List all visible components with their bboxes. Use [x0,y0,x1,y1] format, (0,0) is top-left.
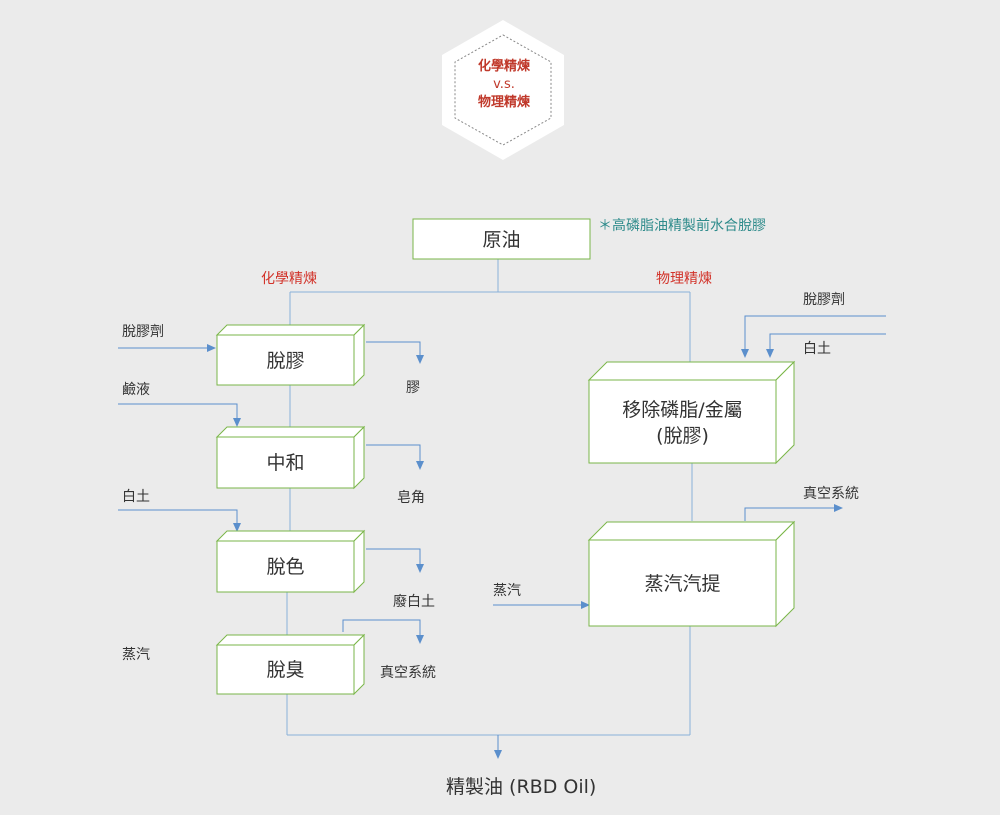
input-alkali: 鹼液 [122,382,150,398]
phys-input-clay: 白土 [803,341,831,357]
box-bleach [215,529,366,594]
phys-input-steam: 蒸汽 [493,583,521,599]
output-gum: 膠 [406,380,420,396]
box-steam-strip [587,520,796,628]
box-degum [215,323,366,387]
step-degum-label: 脫膠 [266,350,305,372]
badge-hexagon-dashed [454,34,552,146]
box-deodorize [215,633,366,696]
chemical-route-title: 化學精煉 [261,271,317,287]
output-vacuum-chemical: 真空系統 [380,665,436,681]
badge-line3: 物理精煉 [477,95,530,110]
step-bleach-label: 脫色 [266,556,305,578]
pre-degum-note: ＊高磷脂油精製前水合脫膠 [598,218,766,234]
final-product-label: 精製油 (RBD Oil) [446,776,597,798]
box-neutralize [215,425,366,490]
output-soapstock: 皂角 [397,490,425,506]
step-remove-phospholipid-line2: (脫膠) [656,425,709,447]
flow-arrows [118,315,886,759]
crude-oil-box [412,218,591,260]
badge-hexagon [442,20,564,160]
input-clay: 白土 [122,489,150,505]
step-deodorize-label: 脫臭 [266,659,305,681]
box-remove-phospholipid [587,360,796,465]
input-steam: 蒸汽 [122,647,150,663]
connector-lines [286,259,693,736]
phys-input-degumming-agent: 脫膠劑 [803,292,845,308]
step-remove-phospholipid-label: 移除磷脂/金屬 (脫膠) [589,397,776,449]
step-neutralize-label: 中和 [266,452,305,474]
badge-line2: v.s. [493,77,515,92]
physical-route-title: 物理精煉 [656,271,712,287]
input-degumming-agent: 脫膠劑 [122,324,164,340]
output-spent-clay: 廢白土 [393,594,435,610]
step-steam-strip-label: 蒸汽汽提 [644,573,721,595]
phys-output-vacuum: 真空系統 [803,486,859,502]
step-remove-phospholipid-line1: 移除磷脂/金屬 [622,399,743,421]
crude-oil-label: 原油 [482,229,521,251]
badge-text: 化學精煉 v.s. 物理精煉 [442,58,566,112]
badge-line1: 化學精煉 [477,59,530,74]
